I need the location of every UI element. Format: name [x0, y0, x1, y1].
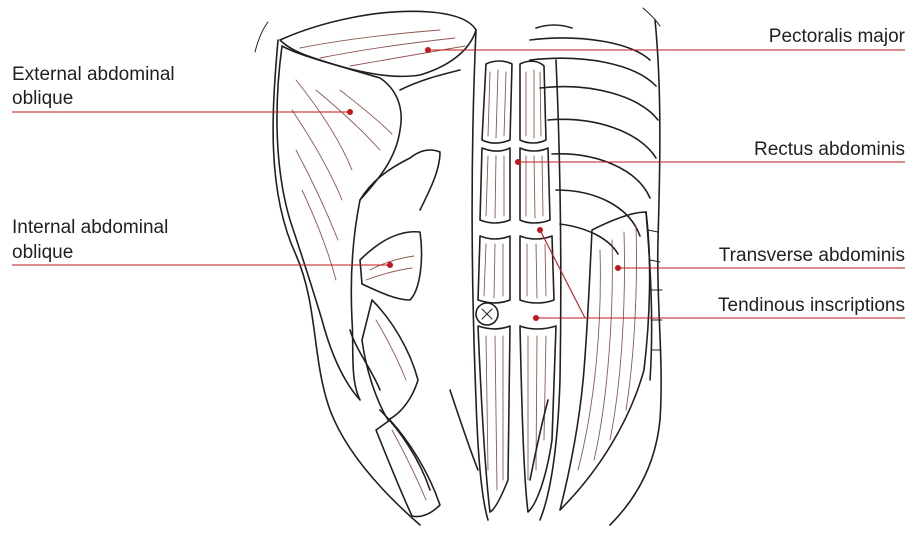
transverse-abdominis-muscle [560, 212, 662, 510]
leader-dot-transverse-abdominis [615, 265, 621, 271]
label-tendinous-inscriptions: Tendinous inscriptions [718, 295, 905, 317]
aponeurosis [350, 70, 460, 517]
navel [476, 303, 498, 325]
leader-dot-tendinous-inscriptions-1 [537, 227, 543, 233]
label-transverse-abdominis: Transverse abdominis [719, 245, 905, 267]
label-pectoralis-major: Pectoralis major [769, 26, 905, 48]
label-external-oblique-line1: External abdominal [12, 64, 175, 86]
label-internal-oblique-line2: oblique [12, 242, 73, 264]
leader-dot-internal-oblique [387, 262, 393, 268]
rectus-abdominis-muscle [478, 61, 556, 512]
leader-dot-external-oblique [347, 109, 353, 115]
internal-oblique-muscle [360, 232, 422, 420]
leader-dot-tendinous-inscriptions-2 [533, 315, 539, 321]
label-external-oblique-line2: oblique [12, 88, 73, 110]
leader-tendinous-inscriptions-branch [540, 230, 585, 318]
external-oblique-muscle [277, 46, 401, 400]
label-rectus-abdominis: Rectus abdominis [754, 139, 905, 161]
leader-lines [12, 47, 905, 321]
label-internal-oblique-line1: Internal abdominal [12, 217, 168, 239]
leader-dot-pectoralis-major [425, 47, 431, 53]
pectoralis-major-muscle [280, 11, 476, 76]
leader-dot-rectus-abdominis [515, 159, 521, 165]
